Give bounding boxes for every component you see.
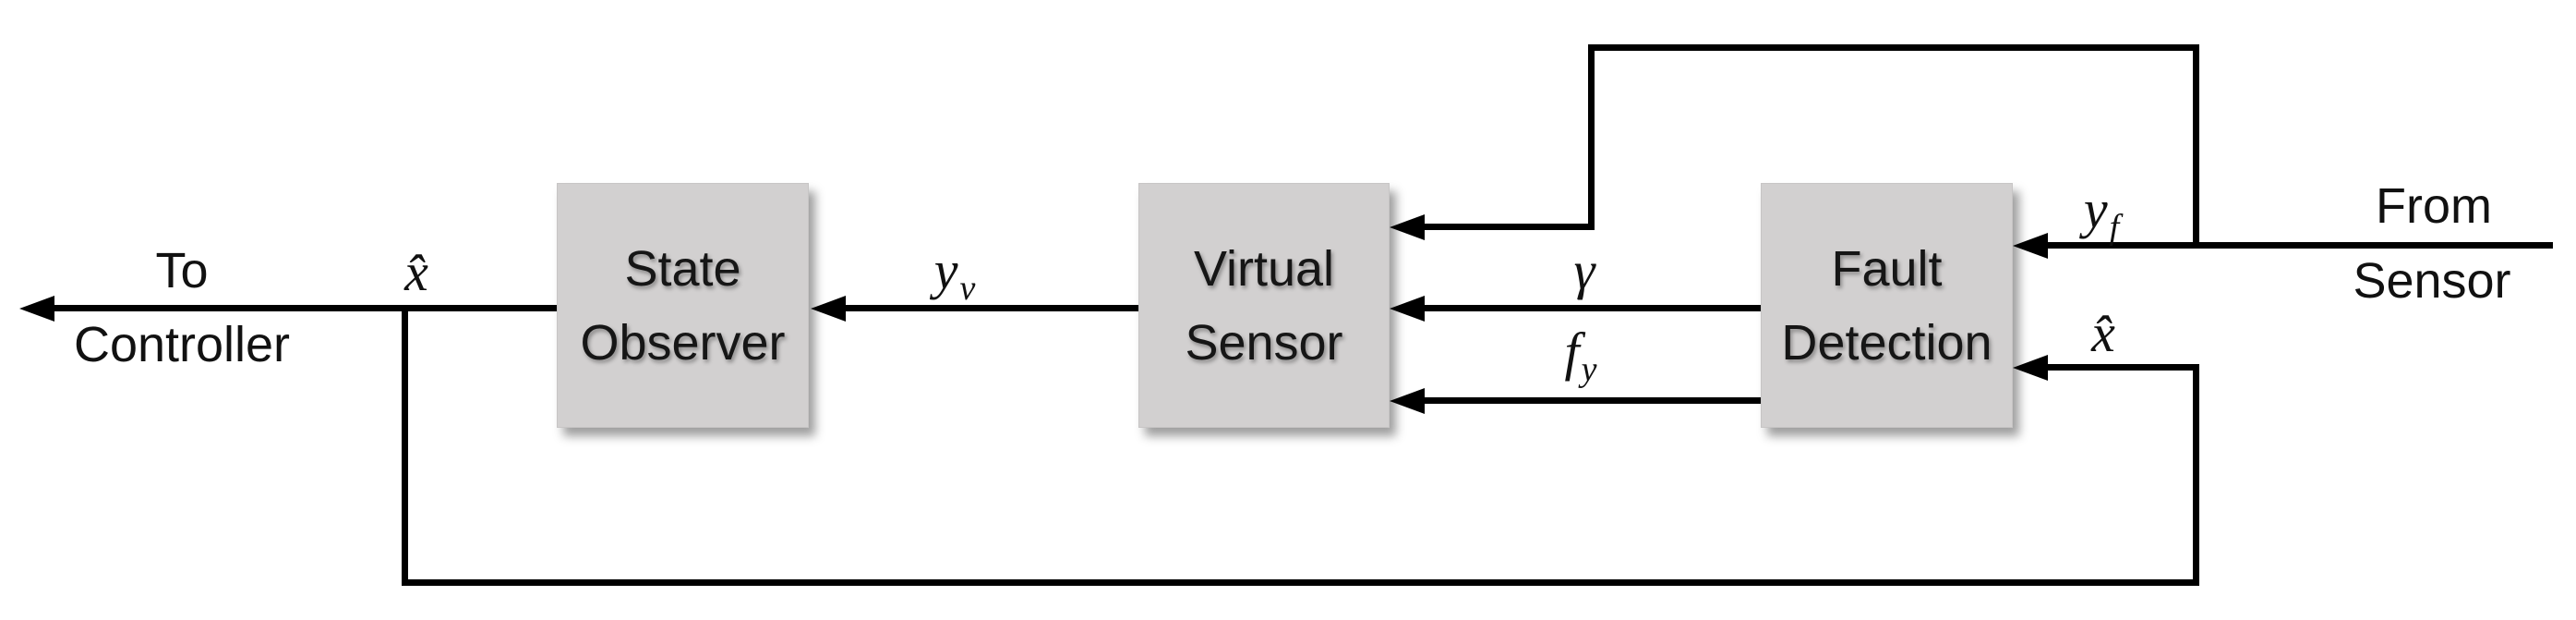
label-to-controller-line2: Controller [73,317,291,372]
label-yf-base: y [2083,179,2108,239]
wire-to-controller [46,305,557,311]
arrowhead-yv-icon [811,296,846,322]
block-state-observer-line1: State [624,240,741,297]
label-fy: fy [1564,322,1597,389]
wire-xhat-input [2038,364,2199,371]
label-yf-sub: f [2109,208,2120,247]
arrowhead-fy-icon [1390,388,1425,414]
label-from-sensor-line2: Sensor [2353,253,2511,309]
wire-yv [836,305,1138,311]
label-xhat-out: x̂ [404,242,428,302]
label-fy-sub: y [1581,350,1597,389]
arrowhead-gamma-icon [1390,296,1425,322]
block-state-observer-line2: Observer [580,314,786,371]
block-fault-detection-line1: Fault [1831,240,1943,297]
label-gamma: γ [1573,240,1595,300]
label-yv: yv [934,244,976,308]
wire-top-feedback-h [1588,44,2199,51]
wire-gamma [1414,305,1761,311]
wire-xhat-feedback-v-left [402,305,408,586]
wire-vs-top-input [1414,224,1595,230]
arrowhead-vs-top-input-icon [1390,214,1425,240]
block-fault-detection-line2: Detection [1781,314,1992,371]
wire-xhat-feedback-bottom [402,579,2199,586]
wire-top-feedback-v-left [1588,44,1595,230]
wire-top-feedback-v-right [2193,44,2199,249]
label-yv-sub: v [959,269,976,308]
block-virtual-sensor-line1: Virtual [1193,240,1335,297]
label-yv-base: y [933,240,958,300]
arrowhead-to-controller-icon [19,296,54,322]
block-fault-detection: Fault Detection [1761,183,2013,428]
label-xhat-in: x̂ [2091,303,2115,363]
arrowhead-yf-icon [2013,233,2048,259]
block-state-observer: State Observer [557,183,809,428]
block-virtual-sensor-line2: Sensor [1185,314,1343,371]
label-fy-base: f [1564,322,1580,382]
wire-yf [2038,242,2553,249]
wire-xhat-feedback-v-right [2193,364,2199,586]
wire-fy [1414,397,1761,404]
arrowhead-xhat-input-icon [2013,355,2048,381]
label-from-sensor-line1: From [2376,178,2492,234]
block-virtual-sensor: Virtual Sensor [1138,183,1390,428]
label-yf: yf [2084,183,2120,247]
label-to-controller-line1: To [155,243,209,298]
